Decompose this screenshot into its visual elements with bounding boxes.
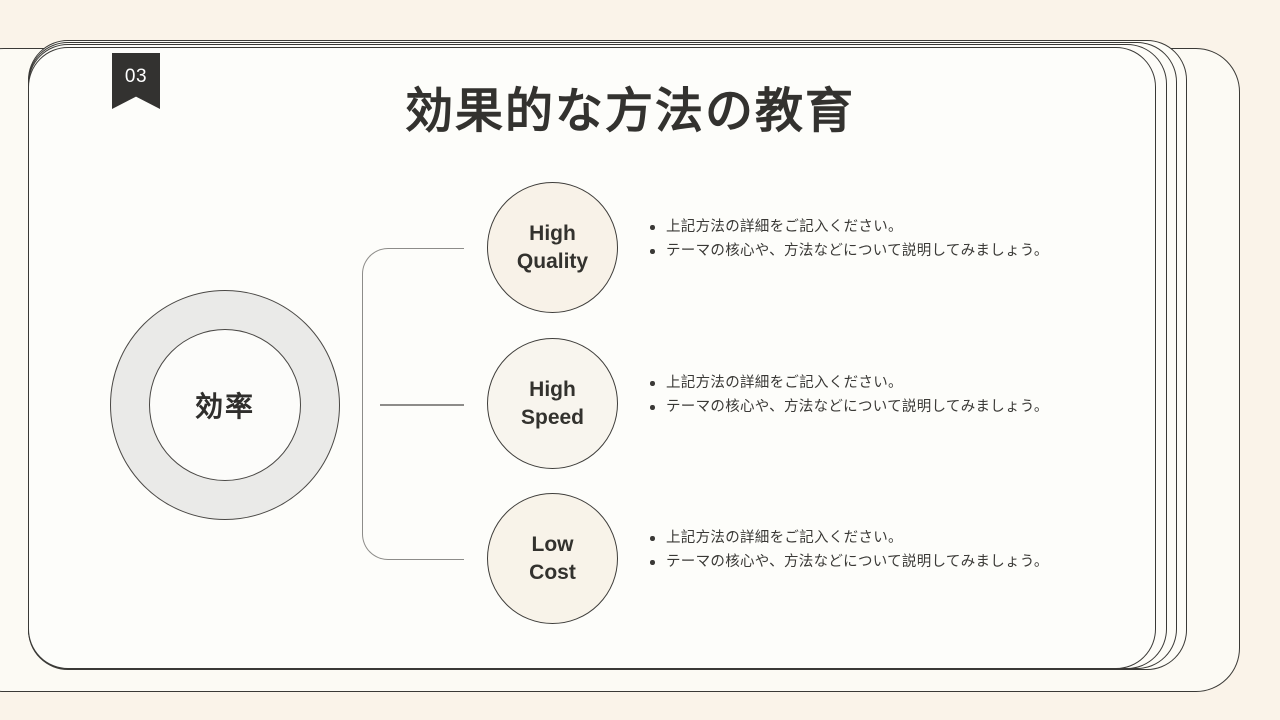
hub-label: 効率	[194, 391, 255, 422]
hub-inner-circle: 効率	[149, 329, 301, 481]
list-item: テーマの核心や、方法などについて説明してみましょう。	[644, 550, 1084, 574]
feature-bullet-list: 上記方法の詳細をご記入ください。 テーマの核心や、方法などについて説明してみまし…	[644, 371, 1084, 419]
feature-bubble-line-1: High	[529, 378, 576, 402]
feature-row: Low Cost 上記方法の詳細をご記入ください。 テーマの核心や、方法などにつ…	[487, 493, 1087, 624]
feature-bubble-line-2: Quality	[516, 249, 589, 273]
feature-bubble[interactable]: Low Cost	[487, 493, 618, 624]
page-title: 効果的な方法の教育	[404, 85, 855, 138]
feature-bubble-line-2: Speed	[520, 405, 585, 429]
feature-bubble[interactable]: High Quality	[487, 182, 618, 313]
feature-bubble-line-1: High	[529, 222, 576, 246]
list-item: 上記方法の詳細をご記入ください。	[644, 215, 1084, 239]
list-item: 上記方法の詳細をご記入ください。	[644, 526, 1084, 550]
list-item: テーマの核心や、方法などについて説明してみましょう。	[644, 395, 1084, 419]
feature-bubble[interactable]: High Speed	[487, 338, 618, 469]
feature-row: High Quality 上記方法の詳細をご記入ください。 テーマの核心や、方法…	[487, 182, 1087, 313]
list-item: 上記方法の詳細をご記入ください。	[644, 371, 1084, 395]
feature-bubble-line-2: Cost	[529, 560, 576, 584]
hub-connector-line	[380, 404, 464, 406]
feature-row: High Speed 上記方法の詳細をご記入ください。 テーマの核心や、方法など…	[487, 338, 1087, 469]
bracket-connector	[362, 248, 464, 560]
list-item: テーマの核心や、方法などについて説明してみましょう。	[644, 239, 1084, 263]
feature-bullet-list: 上記方法の詳細をご記入ください。 テーマの核心や、方法などについて説明してみまし…	[644, 526, 1084, 574]
section-number-badge: 03	[112, 53, 160, 109]
feature-bullet-list: 上記方法の詳細をご記入ください。 テーマの核心や、方法などについて説明してみまし…	[644, 215, 1084, 263]
section-number-label: 03	[124, 66, 148, 87]
feature-bubble-line-1: Low	[531, 533, 574, 557]
